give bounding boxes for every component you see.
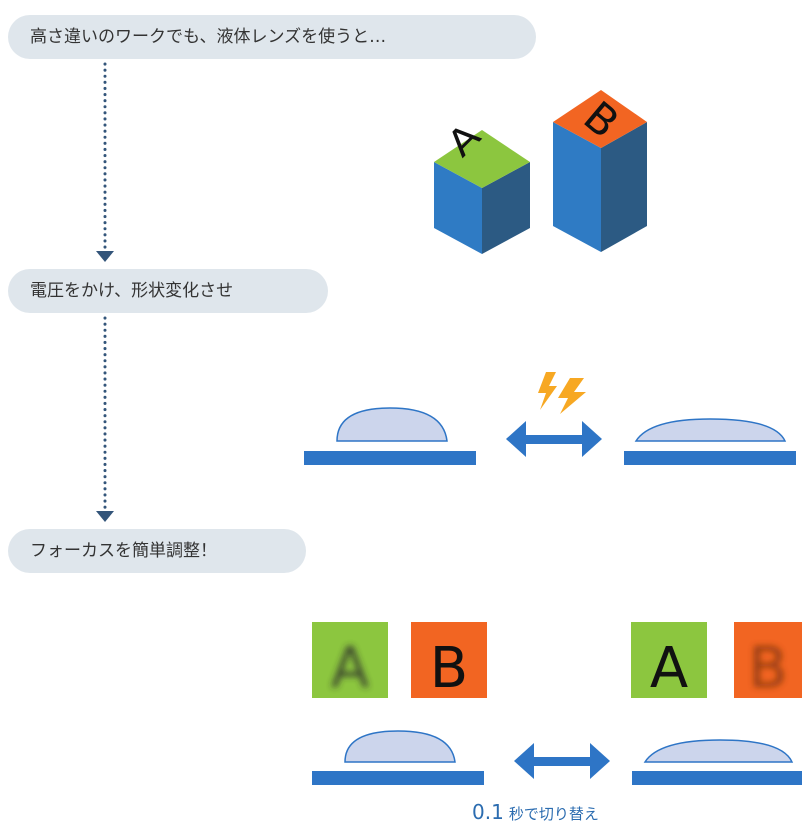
step-2-pill: 電圧をかけ、形状変化させ bbox=[8, 269, 328, 313]
workpiece-a-box: A bbox=[434, 115, 530, 254]
lens-thick-bottom bbox=[312, 730, 484, 785]
lens-thick-middle bbox=[304, 407, 476, 465]
arrow-down-icon bbox=[96, 511, 114, 522]
flow-connector-1 bbox=[96, 62, 114, 262]
switch-time-caption: 0.1 秒で切り替え bbox=[472, 800, 599, 824]
step-1-pill: 高さ違いのワークでも、液体レンズを使うと… bbox=[8, 15, 536, 59]
lens-thin-middle bbox=[624, 418, 796, 465]
step-3-pill: フォーカスを簡単調整！ bbox=[8, 529, 306, 573]
step-1-text: 高さ違いのワークでも、液体レンズを使うと… bbox=[30, 27, 387, 47]
switch-time-number: 0.1 bbox=[472, 800, 504, 824]
tile-a-blurred: A bbox=[312, 622, 388, 701]
arrow-down-icon bbox=[96, 251, 114, 262]
double-arrow-icon bbox=[514, 743, 610, 779]
tile-a-sharp: A bbox=[631, 622, 707, 701]
workpiece-b-box: B bbox=[553, 90, 647, 252]
svg-text:B: B bbox=[749, 636, 787, 701]
svg-text:A: A bbox=[331, 636, 369, 701]
step-3-text: フォーカスを簡単調整！ bbox=[30, 541, 217, 561]
step-2-text: 電圧をかけ、形状変化させ bbox=[30, 281, 234, 301]
flow-connector-2 bbox=[96, 316, 114, 522]
double-arrow-icon bbox=[506, 421, 602, 457]
tile-b-sharp: B bbox=[411, 622, 487, 701]
switch-time-text: 秒で切り替え bbox=[508, 805, 599, 823]
svg-text:B: B bbox=[430, 636, 468, 701]
svg-text:A: A bbox=[650, 636, 688, 701]
lens-thin-bottom bbox=[632, 739, 802, 785]
lightning-icon bbox=[538, 372, 586, 414]
tile-b-blurred: B bbox=[734, 622, 802, 701]
